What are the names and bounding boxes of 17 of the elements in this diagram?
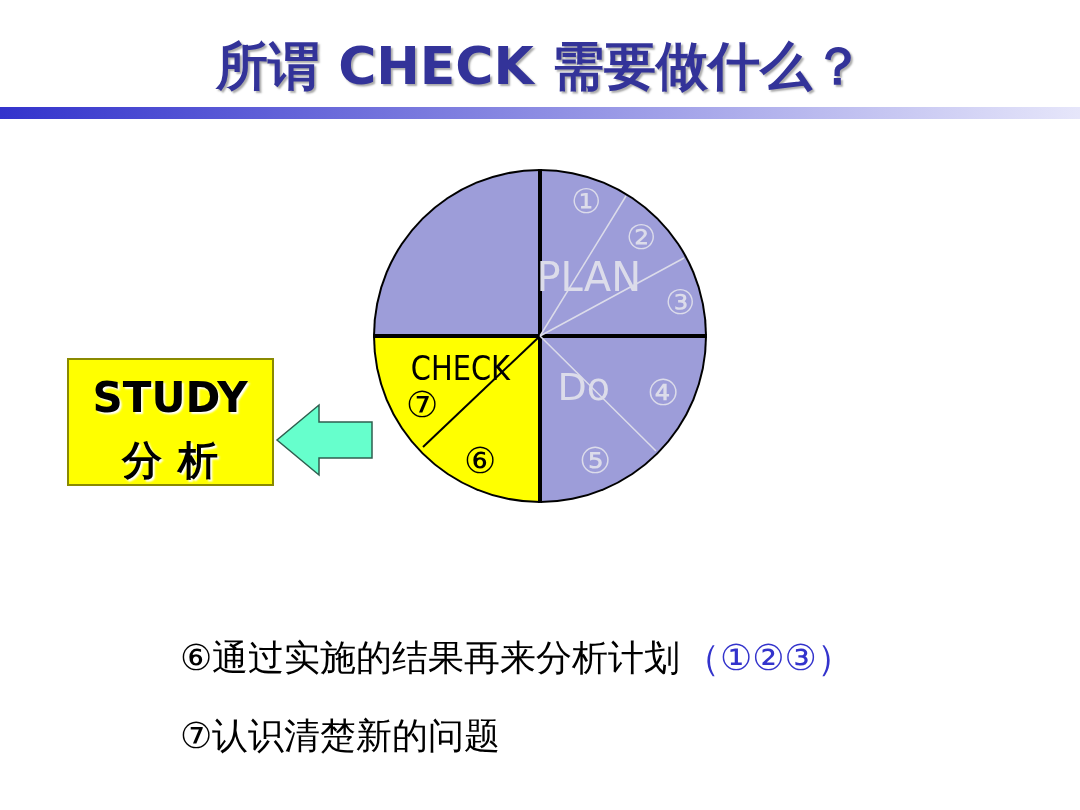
note-text: ⑥通过实施的结果再来分析计划 — [180, 640, 681, 676]
title: 所谓 CHECK 需要做什么？ — [214, 40, 865, 92]
step-number: ① — [571, 184, 602, 218]
step-number: ③ — [665, 285, 696, 319]
step-number: ② — [626, 220, 657, 254]
sector-label: Do — [557, 368, 610, 406]
note-text: （①②③） — [684, 640, 853, 676]
note-text: ⑦认识清楚新的问题 — [180, 718, 501, 754]
step-number: ⑥ — [464, 443, 497, 479]
block-arrow — [275, 403, 373, 477]
study-box — [67, 358, 274, 486]
step-number: ④ — [647, 375, 680, 411]
box-label: 分析 — [122, 440, 234, 480]
step-number: ⑤ — [579, 443, 612, 479]
step-number: ⑦ — [406, 387, 439, 423]
box-label: STUDY — [92, 377, 248, 419]
sector-label: CHECK — [410, 351, 510, 385]
